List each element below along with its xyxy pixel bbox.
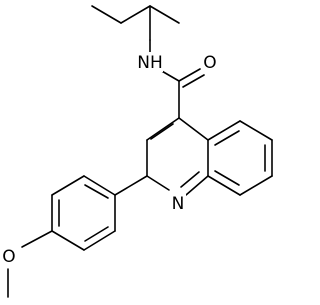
bond bbox=[91, 5, 122, 24]
bond bbox=[207, 120, 241, 141]
bond bbox=[239, 120, 273, 141]
quinoline-nitrogen-label: N bbox=[170, 193, 186, 214]
bond bbox=[51, 175, 85, 196]
amide-nitrogen-label: NH bbox=[137, 52, 163, 73]
bond bbox=[239, 175, 273, 196]
bond bbox=[178, 68, 201, 82]
bond bbox=[178, 117, 209, 141]
carbonyl-o-text: O bbox=[203, 53, 216, 73]
bond bbox=[83, 175, 116, 196]
carbonyl-oxygen-label: O bbox=[202, 52, 218, 73]
bond bbox=[214, 170, 240, 186]
methoxy-oxygen-label: O bbox=[1, 246, 17, 267]
molecule-structure: NH O N O bbox=[1, 5, 273, 298]
label-background bbox=[202, 52, 218, 72]
label-background bbox=[170, 193, 186, 213]
bond bbox=[114, 175, 148, 196]
label-background bbox=[1, 246, 17, 266]
bond bbox=[180, 171, 200, 188]
bond bbox=[83, 230, 116, 251]
bond bbox=[207, 175, 241, 196]
bond bbox=[84, 226, 109, 242]
atom-labels: NH O N O bbox=[1, 52, 218, 267]
bond bbox=[146, 175, 170, 191]
bond bbox=[120, 5, 151, 24]
methoxy-o-text: O bbox=[2, 247, 15, 267]
bond bbox=[84, 184, 109, 199]
bond bbox=[214, 130, 240, 146]
bond bbox=[182, 74, 205, 88]
amide-nh-text: NH bbox=[137, 53, 163, 73]
bond-lines bbox=[7, 5, 273, 298]
bond bbox=[51, 230, 85, 251]
label-background bbox=[137, 52, 163, 72]
bond bbox=[149, 5, 180, 24]
bond bbox=[185, 175, 209, 196]
bond bbox=[150, 123, 174, 140]
bond bbox=[159, 69, 180, 82]
quinoline-n-text: N bbox=[172, 194, 185, 214]
bond bbox=[21, 230, 53, 248]
bond bbox=[146, 117, 180, 141]
